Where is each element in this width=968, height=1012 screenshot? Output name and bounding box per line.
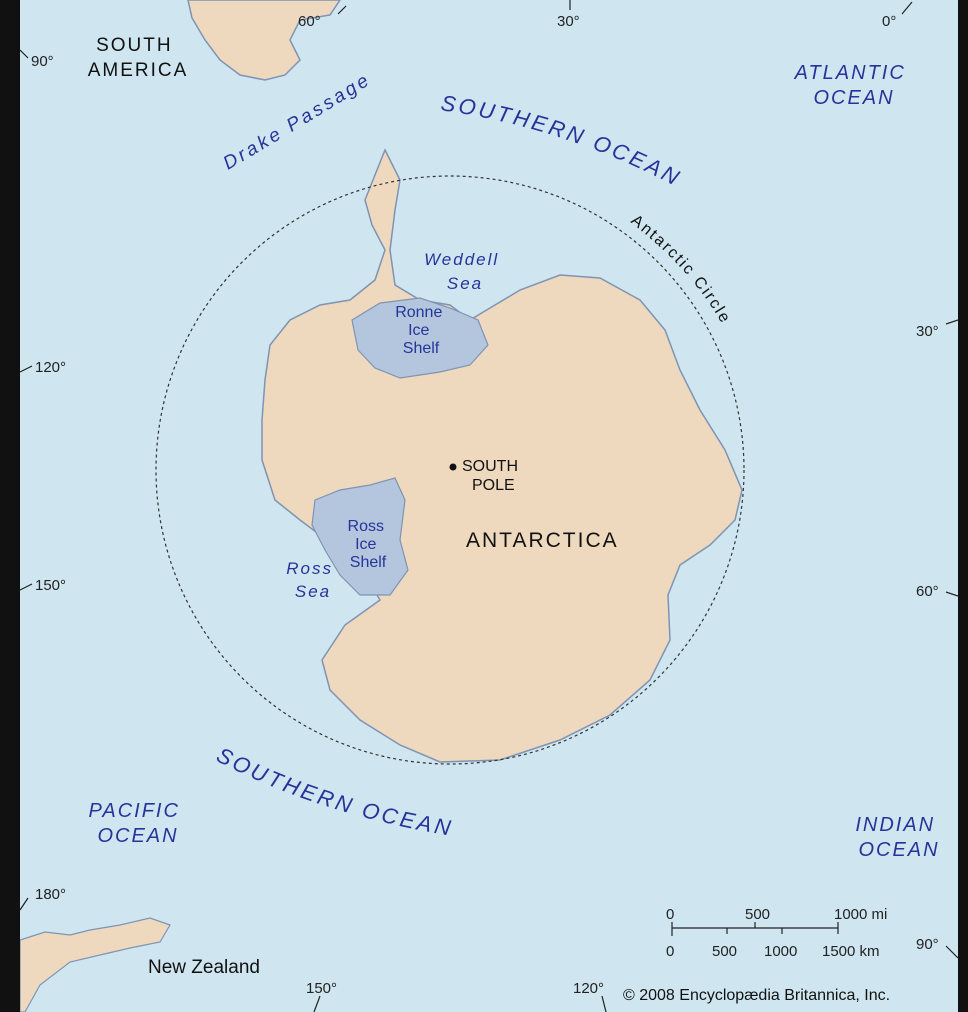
scale-km-1000: 1000 bbox=[764, 943, 797, 960]
svg-text:PACIFIC OCEAN: PACIFIC OCEAN bbox=[89, 800, 188, 847]
ronne-ice-shelf-label-line1: Ronne bbox=[395, 304, 442, 321]
degree-right-30: 30° bbox=[916, 323, 939, 340]
indian-ocean-label-line2: OCEAN bbox=[858, 839, 939, 861]
indian-ocean-label-line1: INDIAN bbox=[855, 814, 935, 836]
degree-top-60: 60° bbox=[298, 13, 321, 30]
ross-ice-shelf-label-line2: Ice bbox=[355, 536, 376, 553]
svg-text:SOUTHERN OCEAN: SOUTHERN OCEAN bbox=[213, 742, 456, 841]
scale-km-0: 0 bbox=[666, 943, 674, 960]
ronne-ice-shelf-label-line2: Ice bbox=[408, 322, 429, 339]
degree-right-90: 90° bbox=[916, 936, 939, 953]
graticule-ticks bbox=[20, 0, 958, 1012]
new-zealand-landmass bbox=[20, 917, 171, 1012]
scale-mi-1000: 1000 mi bbox=[834, 906, 887, 923]
ross-ice-shelf-label-line1: Ross bbox=[348, 518, 384, 535]
atlantic-ocean-label-line2: OCEAN bbox=[813, 87, 894, 109]
ross-sea-label-line2: Sea bbox=[295, 582, 331, 601]
ross-sea-label-line1: Ross bbox=[286, 559, 333, 578]
ronne-ice-shelf-label-line3: Shelf bbox=[403, 340, 440, 357]
svg-text:ATLANTIC OCEAN: ATLANTIC OCEAN bbox=[794, 62, 914, 109]
new-zealand-label: New Zealand bbox=[148, 957, 260, 978]
degree-top-30: 30° bbox=[557, 13, 580, 30]
south-america-landmass bbox=[187, 0, 341, 81]
svg-text:INDIAN OCEAN: INDIAN OCEAN bbox=[855, 814, 942, 861]
map-canvas: Antarctic Circle SOUTH POLE SOUTH AMERIC… bbox=[20, 0, 958, 1012]
degree-left-180: 180° bbox=[35, 886, 66, 903]
svg-text:Weddell Sea: Weddell Sea bbox=[424, 250, 506, 293]
pacific-ocean-label-line2: OCEAN bbox=[97, 825, 178, 847]
south-pole-marker bbox=[449, 463, 457, 471]
svg-text:Drake Passage: Drake Passage bbox=[220, 69, 375, 174]
svg-text:SOUTH AMERICA: SOUTH AMERICA bbox=[88, 35, 189, 81]
south-america-label-line2: AMERICA bbox=[88, 60, 189, 81]
degree-top-0: 0° bbox=[882, 13, 896, 30]
svg-text:Ross Ice Shelf: Ross Ice Shelf bbox=[348, 518, 389, 571]
south-america-label-line1: SOUTH bbox=[96, 35, 173, 56]
ross-ice-shelf-area bbox=[311, 477, 409, 596]
degree-left-120: 120° bbox=[35, 359, 66, 376]
map-frame: Antarctic Circle SOUTH POLE SOUTH AMERIC… bbox=[20, 0, 958, 1012]
south-pole-label-line2: POLE bbox=[472, 477, 515, 494]
svg-text:Ross Sea: Ross Sea bbox=[286, 559, 339, 601]
scale-km-1500: 1500 km bbox=[822, 943, 880, 960]
degree-left-90: 90° bbox=[31, 53, 54, 70]
south-pole-label-line1: SOUTH bbox=[462, 458, 518, 475]
copyright-text: © 2008 Encyclopædia Britannica, Inc. bbox=[623, 987, 890, 1004]
svg-text:SOUTHERN OCEAN: SOUTHERN OCEAN bbox=[439, 90, 685, 191]
atlantic-ocean-label-line1: ATLANTIC bbox=[794, 62, 906, 84]
scale-mi-500: 500 bbox=[745, 906, 770, 923]
scale-mi-0: 0 bbox=[666, 906, 674, 923]
weddell-sea-label-line2: Sea bbox=[447, 274, 483, 293]
ross-ice-shelf-label-line3: Shelf bbox=[350, 554, 387, 571]
southern-ocean-bottom-label: SOUTHERN OCEAN bbox=[213, 742, 453, 841]
scale-km-500: 500 bbox=[712, 943, 737, 960]
degree-bottom-150: 150° bbox=[306, 980, 337, 997]
pacific-ocean-label-line1: PACIFIC bbox=[89, 800, 180, 822]
scale-bar bbox=[671, 922, 839, 936]
antarctica-label: ANTARCTICA bbox=[466, 529, 619, 552]
drake-passage-label: Drake Passage bbox=[220, 69, 372, 174]
ronne-ice-shelf-area bbox=[351, 297, 489, 379]
degree-left-150: 150° bbox=[35, 577, 66, 594]
southern-ocean-top-label: SOUTHERN OCEAN bbox=[439, 90, 682, 191]
degree-bottom-120: 120° bbox=[573, 980, 604, 997]
svg-text:Ronne Ice Shel: Ronne Ice Shelf bbox=[395, 304, 447, 357]
antarctic-circle-line bbox=[155, 175, 745, 765]
svg-text:SOUTH POLE: SOUTH POLE bbox=[462, 458, 522, 494]
weddell-sea-label-line1: Weddell bbox=[424, 250, 499, 269]
degree-right-60: 60° bbox=[916, 583, 939, 600]
